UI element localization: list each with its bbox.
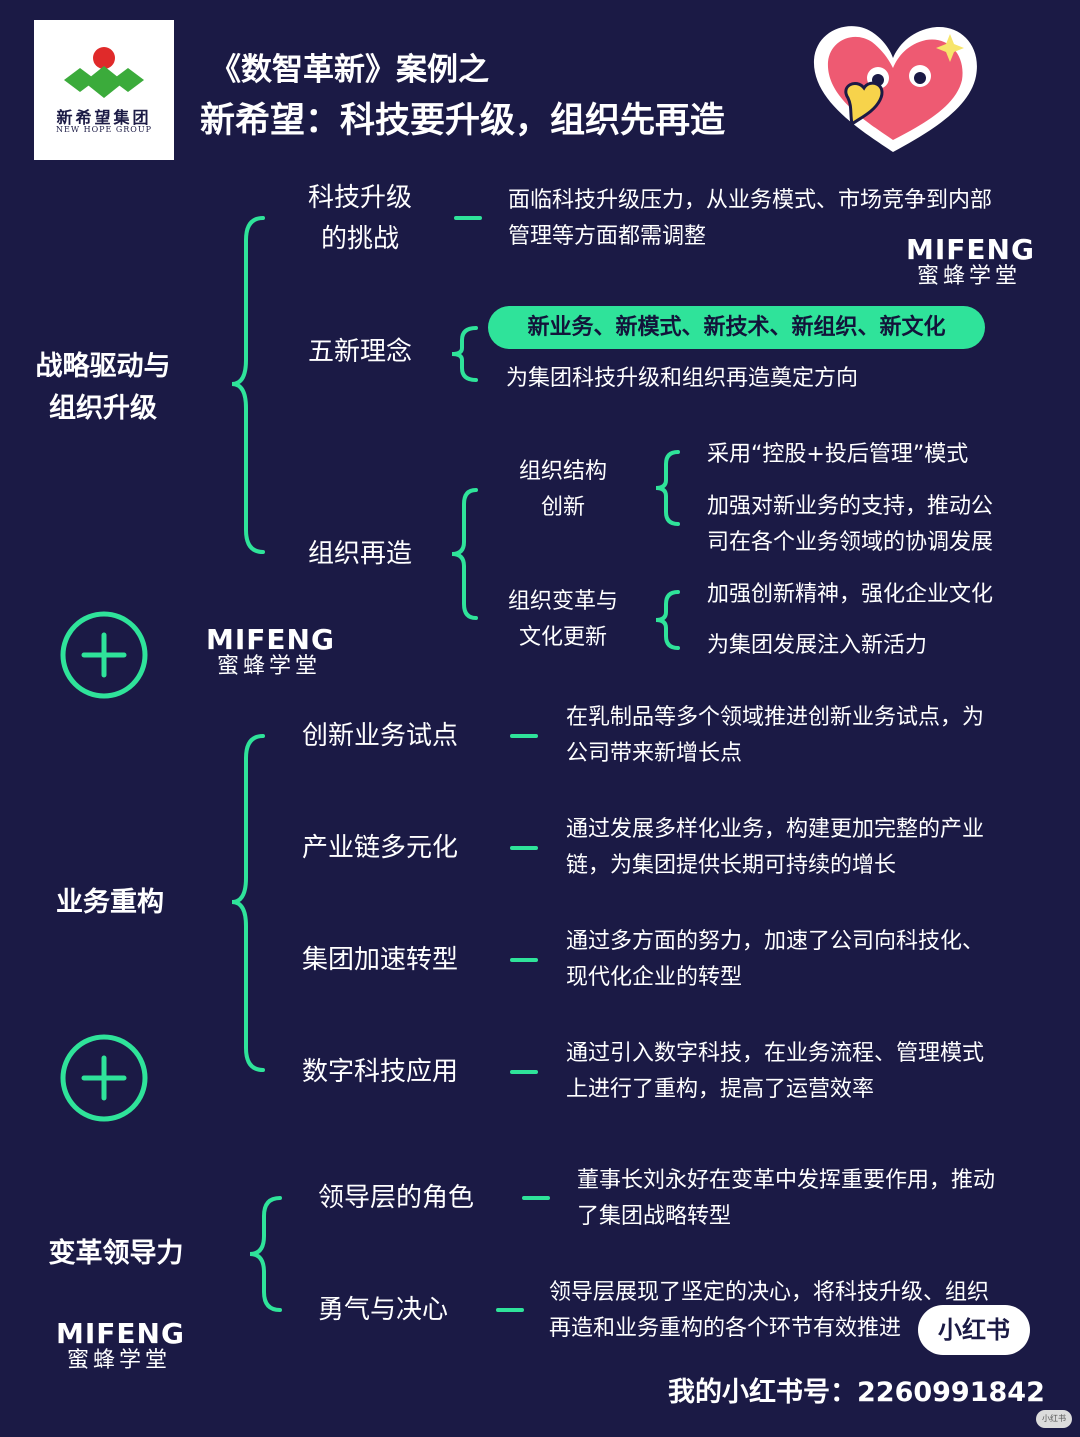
desc-line: 加强对新业务的支持，推动公 bbox=[707, 494, 994, 519]
brace-reorg bbox=[451, 488, 478, 620]
brand-cn: 蜜蜂学堂 bbox=[66, 1348, 171, 1373]
desc-line: 面临科技升级压力，从业务模式、市场竞争到内部 bbox=[508, 188, 993, 213]
desc-pilot: 在乳制品等多个领域推进创新业务试点，为 公司带来新增长点 bbox=[566, 700, 984, 772]
desc-line: 通过多方面的努力，加速了公司向科技化、 bbox=[566, 929, 985, 954]
brace-five-new bbox=[451, 326, 478, 382]
company-logo: 新希望集团 NEW HOPE GROUP bbox=[34, 20, 174, 160]
brand-mark: MIFENG 蜜蜂学堂 bbox=[56, 1317, 185, 1374]
logo-mark-icon bbox=[64, 47, 144, 98]
desc-courage: 领导层展现了坚定的决心，将科技升级、组织 再造和业务重构的各个环节有效推进 bbox=[549, 1275, 989, 1347]
node-culture: 组织变革与 文化更新 bbox=[498, 584, 628, 656]
node-label-line: 文化更新 bbox=[518, 625, 607, 650]
node-five-new: 五新理念 bbox=[307, 337, 412, 367]
desc-digital: 通过引入数字科技，在业务流程、管理模式 上进行了重构，提高了运营效率 bbox=[566, 1036, 984, 1108]
desc-line: 了集团战略转型 bbox=[577, 1204, 732, 1229]
brace-culture bbox=[655, 590, 680, 650]
brace-section2 bbox=[231, 734, 265, 1072]
category-business: 业务重构 bbox=[56, 887, 164, 918]
brand-cn: 蜜蜂学堂 bbox=[216, 654, 321, 679]
brace-section1 bbox=[231, 216, 265, 554]
account-id: 我的小红书号：2260991842 bbox=[668, 1377, 1045, 1408]
desc-line: 链，为集团提供长期可持续的增长 bbox=[566, 853, 897, 878]
node-chain: 产业链多元化 bbox=[302, 833, 459, 863]
category-leadership: 变革领导力 bbox=[48, 1238, 184, 1269]
node-leader-role: 领导层的角色 bbox=[318, 1183, 475, 1213]
category-strategy: 战略驱动与 组织升级 bbox=[18, 346, 188, 430]
category-line: 组织升级 bbox=[49, 393, 157, 424]
brand-en: MIFENG bbox=[206, 623, 335, 656]
structure-item: 加强对新业务的支持，推动公 司在各个业务领域的协调发展 bbox=[707, 489, 993, 561]
brace-section3 bbox=[249, 1196, 282, 1312]
page-subtitle: 《数智革新》案例之 bbox=[210, 52, 489, 88]
desc-line: 在乳制品等多个领域推进创新业务试点，为 bbox=[566, 705, 985, 730]
culture-item: 为集团发展注入新活力 bbox=[707, 633, 928, 658]
desc-leader-role: 董事长刘永好在变革中发挥重要作用，推动 了集团战略转型 bbox=[577, 1163, 995, 1235]
node-transform: 集团加速转型 bbox=[302, 945, 459, 975]
brand-cn: 蜜蜂学堂 bbox=[916, 264, 1021, 289]
node-label-line: 组织变革与 bbox=[507, 589, 618, 614]
brace-structure bbox=[655, 450, 680, 526]
culture-item: 加强创新精神，强化企业文化 bbox=[707, 582, 994, 607]
desc-five-new: 为集团科技升级和组织再造奠定方向 bbox=[506, 366, 859, 391]
desc-line: 上进行了重构，提高了运营效率 bbox=[566, 1077, 875, 1102]
structure-item: 采用“控股+投后管理”模式 bbox=[707, 442, 969, 467]
desc-line: 管理等方面都需调整 bbox=[508, 224, 707, 249]
xiaohongshu-badge[interactable]: 小红书 bbox=[918, 1305, 1030, 1355]
node-structure: 组织结构 创新 bbox=[498, 454, 628, 526]
desc-line: 通过引入数字科技，在业务流程、管理模式 bbox=[566, 1041, 985, 1066]
category-line: 战略驱动与 bbox=[35, 351, 171, 382]
plus-icon bbox=[60, 611, 148, 699]
five-new-highlight: 新业务、新模式、新技术、新组织、新文化 bbox=[488, 306, 985, 349]
node-digital: 数字科技应用 bbox=[302, 1057, 459, 1087]
node-label-line: 科技升级 bbox=[307, 183, 412, 213]
node-label-line: 的挑战 bbox=[320, 224, 399, 254]
desc-line: 再造和业务重构的各个环节有效推进 bbox=[549, 1316, 902, 1341]
platform-watermark: 小红书 bbox=[1036, 1410, 1072, 1428]
desc-transform: 通过多方面的努力，加速了公司向科技化、 现代化企业的转型 bbox=[566, 924, 984, 996]
logo-name-cn: 新希望集团 bbox=[56, 108, 152, 127]
desc-chain: 通过发展多样化业务，构建更加完整的产业 链，为集团提供长期可持续的增长 bbox=[566, 812, 984, 884]
heart-sticker-icon bbox=[813, 26, 977, 152]
brand-en: MIFENG bbox=[906, 233, 1035, 266]
desc-line: 现代化企业的转型 bbox=[566, 965, 743, 990]
desc-line: 公司带来新增长点 bbox=[566, 741, 743, 766]
node-pilot: 创新业务试点 bbox=[302, 721, 459, 751]
logo-name-en: NEW HOPE GROUP bbox=[55, 125, 152, 134]
desc-line: 通过发展多样化业务，构建更加完整的产业 bbox=[566, 817, 985, 842]
brand-en: MIFENG bbox=[56, 1317, 185, 1350]
desc-line: 司在各个业务领域的协调发展 bbox=[707, 530, 994, 555]
page-title: 新希望：科技要升级，组织先再造 bbox=[200, 101, 726, 141]
desc-line: 领导层展现了坚定的决心，将科技升级、组织 bbox=[549, 1280, 990, 1305]
node-challenge: 科技升级 的挑战 bbox=[290, 178, 430, 260]
brand-mark: MIFENG 蜜蜂学堂 bbox=[206, 623, 335, 680]
desc-challenge: 面临科技升级压力，从业务模式、市场竞争到内部 管理等方面都需调整 bbox=[508, 183, 992, 255]
node-courage: 勇气与决心 bbox=[318, 1295, 449, 1325]
node-label-line: 组织结构 bbox=[518, 459, 607, 484]
node-reorg: 组织再造 bbox=[307, 539, 412, 569]
brand-mark: MIFENG 蜜蜂学堂 bbox=[906, 233, 1035, 290]
plus-icon bbox=[60, 1034, 148, 1122]
node-label-line: 创新 bbox=[540, 495, 585, 520]
desc-line: 董事长刘永好在变革中发挥重要作用，推动 bbox=[577, 1168, 996, 1193]
